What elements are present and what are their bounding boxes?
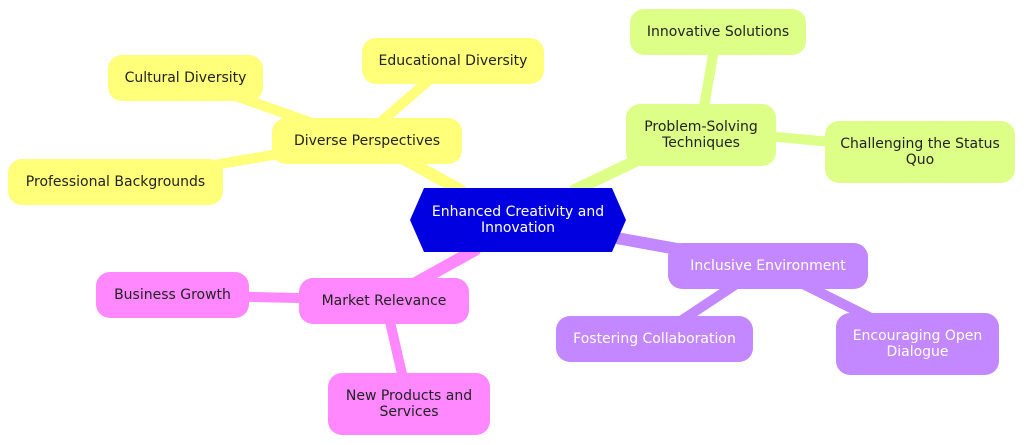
leaf-challenging-the-status-quo[interactable]: Challenging the Status Quo <box>825 121 1015 183</box>
leaf-educational-diversity[interactable]: Educational Diversity <box>362 38 544 84</box>
leaf-fostering-collaboration[interactable]: Fostering Collaboration <box>556 316 753 362</box>
hexagon-shape <box>410 188 626 252</box>
root-label: Enhanced Creativity and Innovation <box>431 204 605 236</box>
leaf-new-products-and-services[interactable]: New Products and Services <box>328 373 490 435</box>
branch-market-relevance[interactable]: Market Relevance <box>299 278 469 324</box>
root-node[interactable]: Enhanced Creativity and Innovation <box>410 188 626 252</box>
leaf-encouraging-open-dialogue[interactable]: Encouraging Open Dialogue <box>836 313 999 375</box>
branch-inclusive-environment[interactable]: Inclusive Environment <box>668 243 868 289</box>
branch-diverse-perspectives[interactable]: Diverse Perspectives <box>272 118 462 164</box>
leaf-cultural-diversity[interactable]: Cultural Diversity <box>108 55 263 101</box>
leaf-professional-backgrounds[interactable]: Professional Backgrounds <box>8 159 223 205</box>
leaf-innovative-solutions[interactable]: Innovative Solutions <box>630 9 806 55</box>
leaf-business-growth[interactable]: Business Growth <box>96 272 249 318</box>
branch-problem-solving-techniques[interactable]: Problem-Solving Techniques <box>626 104 776 166</box>
